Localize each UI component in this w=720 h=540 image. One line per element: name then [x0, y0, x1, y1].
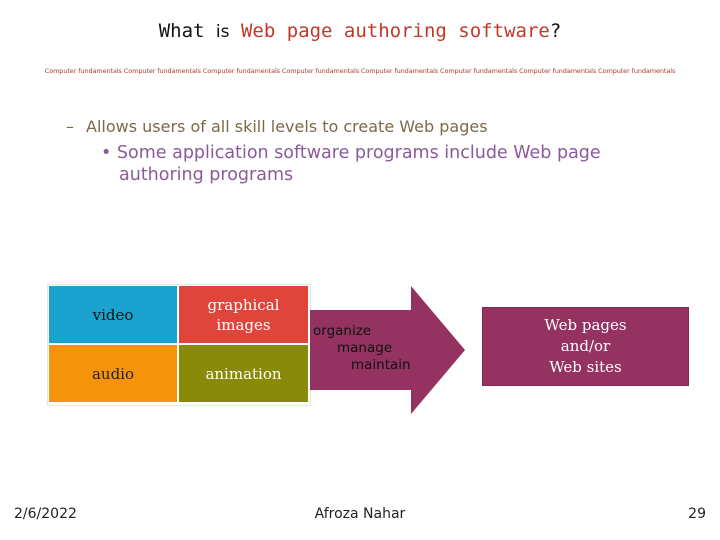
title-pre: What: [158, 20, 205, 42]
process-arrow-shape: [310, 286, 465, 414]
dash-marker: –: [66, 117, 74, 136]
bullet-level2-line1: Some application software programs inclu…: [116, 143, 601, 163]
title-is: is: [215, 22, 230, 42]
arrow-label-manage: manage: [337, 340, 393, 356]
bullet-level2: • Some application software programs inc…: [101, 142, 601, 186]
cell-graphical-label-1: graphical: [207, 295, 280, 314]
title-post: ?: [549, 20, 562, 42]
dot-marker: •: [101, 143, 112, 163]
bullet-level1-text: Allows users of all skill levels to crea…: [86, 117, 488, 136]
cell-graphical-images: graphical images: [179, 286, 308, 343]
bullet-level1: –Allows users of all skill levels to cre…: [66, 117, 488, 136]
title-accent: Web page authoring software: [240, 20, 550, 42]
cell-animation-label: animation: [205, 364, 282, 383]
cell-video: video: [49, 286, 177, 343]
subject-ticker: Computer fundamentals Computer fundament…: [44, 67, 676, 75]
bullet-level2-line2: authoring programs: [119, 165, 294, 185]
output-box-web-pages: Web pages and/or Web sites: [482, 307, 689, 386]
output-label-1: Web pages: [544, 316, 627, 334]
process-arrow-label: organize manage maintain: [313, 323, 423, 374]
footer-author: Afroza Nahar: [314, 506, 406, 522]
footer-date: 2/6/2022: [14, 506, 77, 522]
cell-audio-label: audio: [91, 364, 135, 383]
cell-video-label: video: [92, 305, 134, 324]
arrow-label-organize: organize: [313, 323, 372, 339]
cell-audio: audio: [49, 345, 177, 402]
cell-graphical-label-2: images: [216, 315, 271, 334]
slide-title: What is Web page authoring software?: [0, 20, 720, 42]
output-label-2: and/or: [560, 337, 611, 355]
media-grid: video graphical images audio animation: [47, 284, 311, 406]
slide-number: 29: [688, 506, 706, 522]
cell-animation: animation: [179, 345, 308, 402]
output-label-3: Web sites: [549, 358, 622, 376]
arrow-label-maintain: maintain: [351, 357, 411, 373]
